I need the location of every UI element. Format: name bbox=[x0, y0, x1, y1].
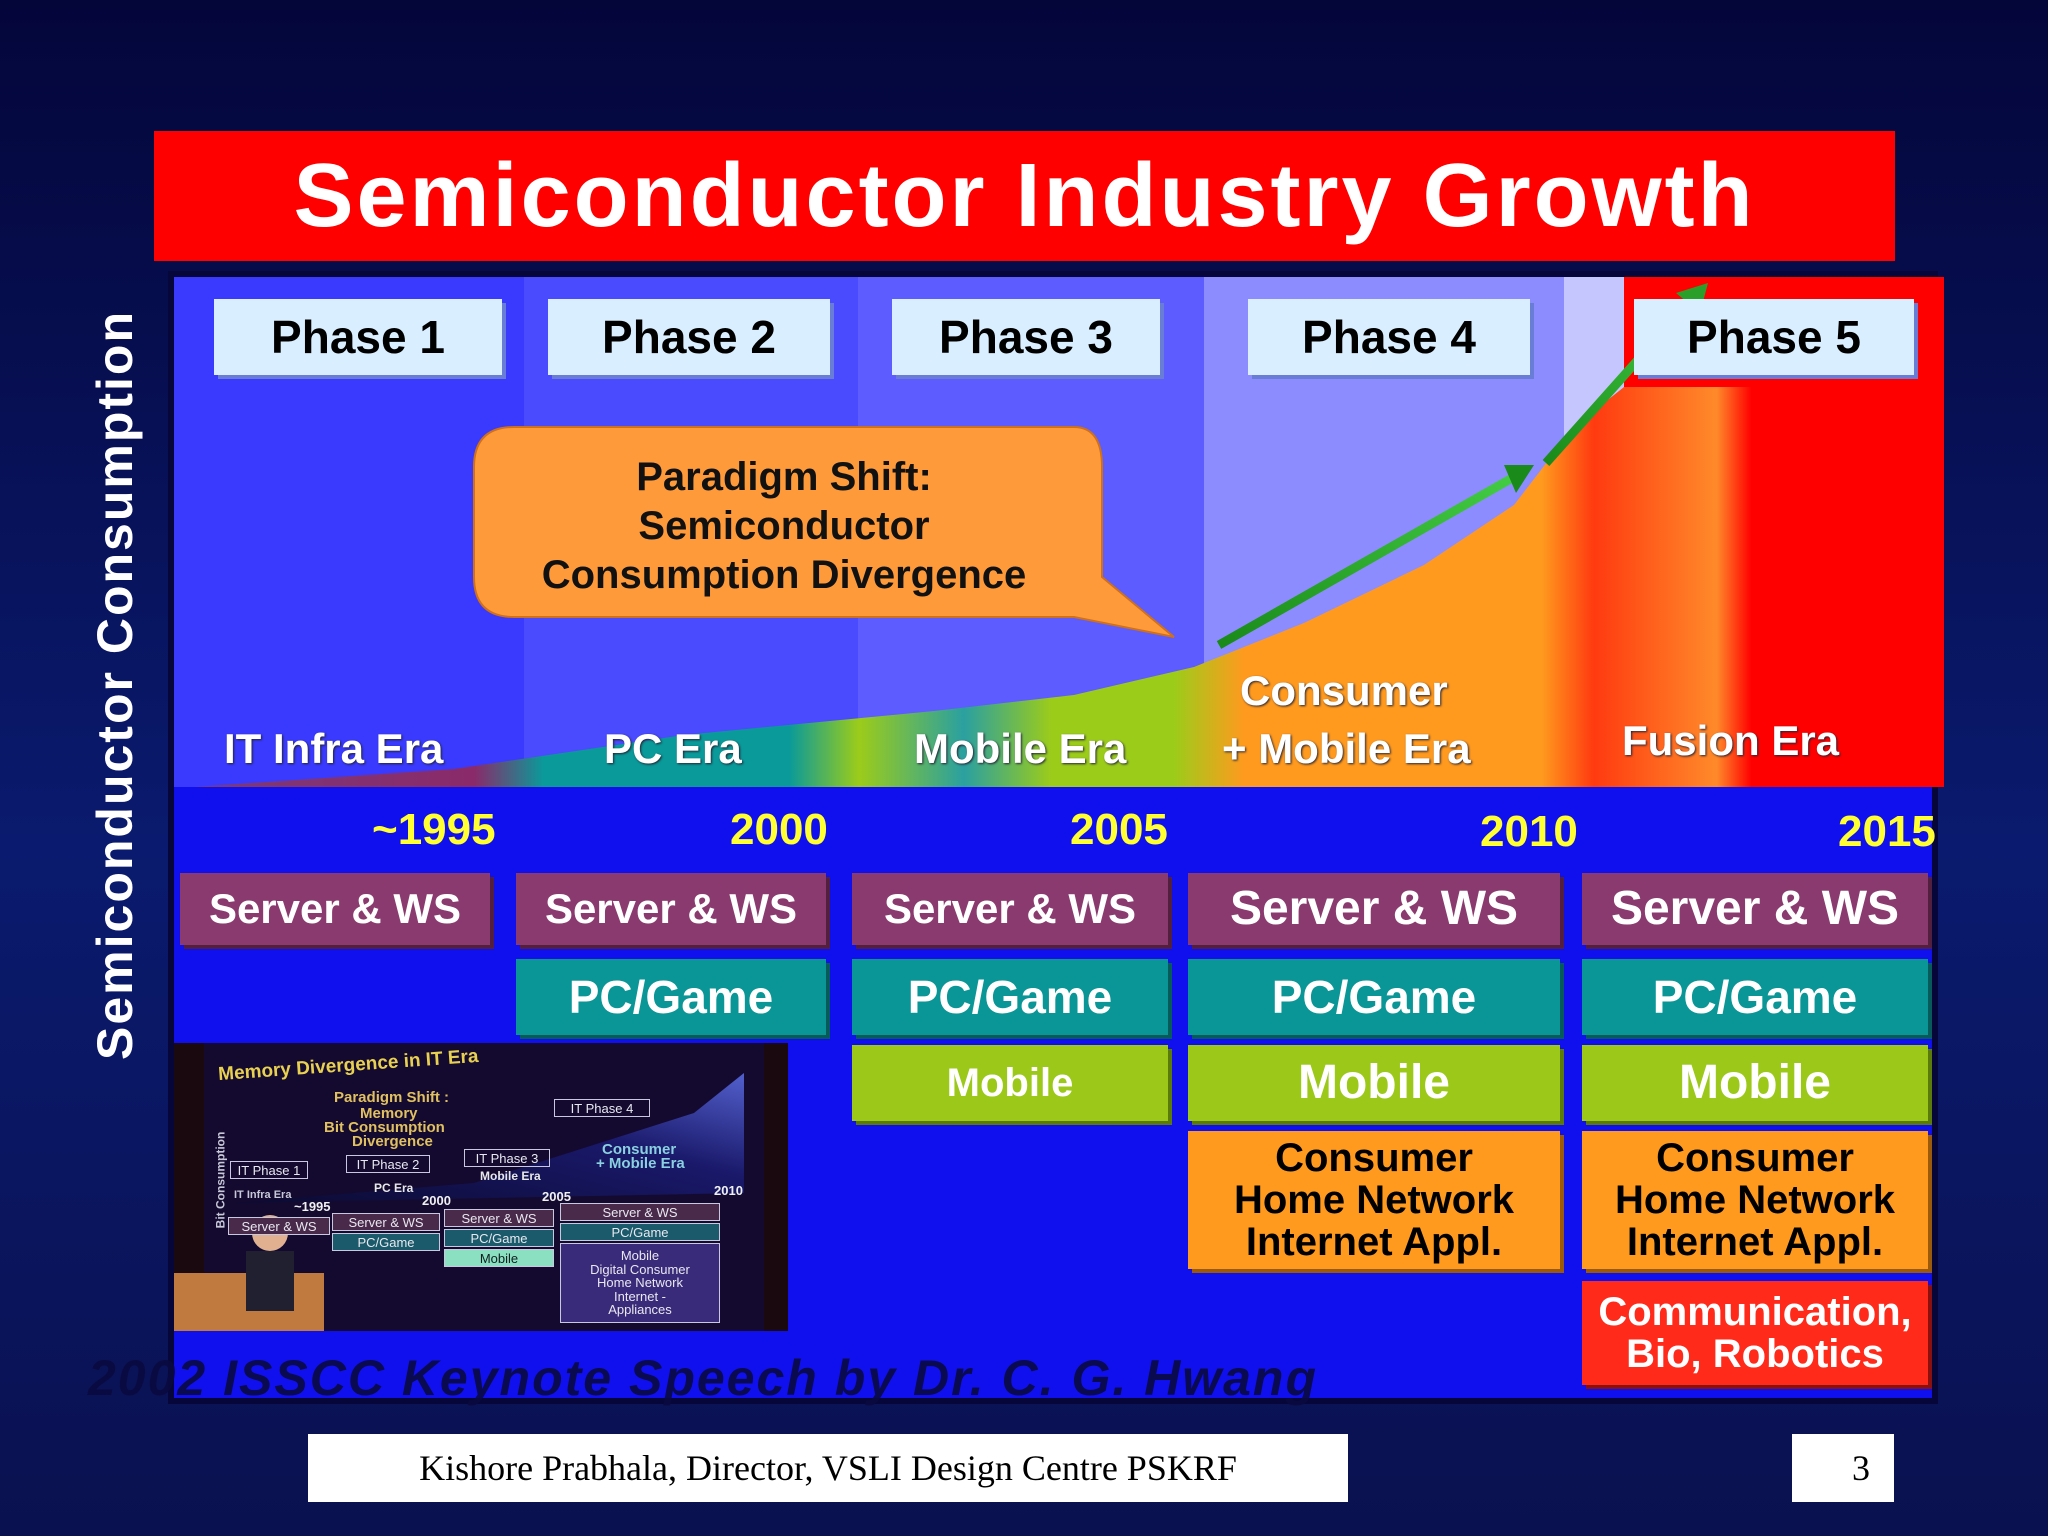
inset-era-consumer-2: + Mobile Era bbox=[596, 1155, 685, 1172]
inset-digital-line-2: Digital Consumer bbox=[590, 1261, 690, 1277]
inset-server-2: Server & WS bbox=[332, 1213, 440, 1231]
server-box-1: Server & WS bbox=[180, 873, 490, 945]
inset-era-consumer-1: Consumer bbox=[602, 1141, 677, 1158]
inset-era-pc: PC Era bbox=[374, 1181, 414, 1195]
server-box-4: Server & WS bbox=[1188, 873, 1560, 945]
era-consumer-line-1: Consumer bbox=[1240, 667, 1448, 714]
inset-year-2005: 2005 bbox=[542, 1189, 571, 1204]
title-bar: Semiconductor Industry Growth bbox=[154, 131, 1895, 261]
callout-line-1: Paradigm Shift: bbox=[636, 455, 932, 499]
y-axis-label: Semiconductor Consumption bbox=[87, 310, 143, 1060]
communication-box-5: Communication, Bio, Robotics bbox=[1582, 1281, 1928, 1385]
pc-game-box-5: PC/Game bbox=[1582, 959, 1928, 1035]
page-number: 3 bbox=[1792, 1434, 1894, 1502]
phase-5-label: Phase 5 bbox=[1634, 299, 1914, 375]
server-box-3: Server & WS bbox=[852, 873, 1168, 945]
mobile-box-5: Mobile bbox=[1582, 1045, 1928, 1121]
era-pc: PC Era bbox=[604, 725, 742, 772]
inset-era-it: IT Infra Era bbox=[234, 1189, 292, 1201]
communication-line-2: Bio, Robotics bbox=[1626, 1332, 1884, 1376]
inset-ylabel: Bit Consumption bbox=[213, 1131, 228, 1229]
phase-3-label: Phase 3 bbox=[892, 299, 1160, 375]
page-number-text: 3 bbox=[1852, 1448, 1870, 1488]
year-2000: 2000 bbox=[730, 805, 828, 854]
inset-digital-line-3: Home Network bbox=[597, 1275, 683, 1291]
inset-digital-line-4: Internet - bbox=[613, 1288, 667, 1304]
inset-phase-4: IT Phase 4 bbox=[554, 1099, 650, 1117]
inset-era-mobile: Mobile Era bbox=[480, 1169, 541, 1183]
server-box-5: Server & WS bbox=[1582, 873, 1928, 945]
footer-author: Kishore Prabhala, Director, VSLI Design … bbox=[308, 1434, 1348, 1502]
inset-server-1: Server & WS bbox=[228, 1217, 330, 1235]
inset-server-4: Server & WS bbox=[560, 1203, 720, 1221]
inset-phase-2: IT Phase 2 bbox=[346, 1155, 430, 1173]
inset-paradigm-1: Paradigm Shift : bbox=[334, 1089, 450, 1106]
slide-title: Semiconductor Industry Growth bbox=[293, 145, 1756, 246]
keynote-photo-inset: Memory Divergence in IT Era Paradigm Shi… bbox=[174, 1043, 788, 1331]
callout-line-3: Consumption Divergence bbox=[541, 552, 1027, 597]
era-mobile: Mobile Era bbox=[914, 725, 1127, 772]
inset-pc-3: PC/Game bbox=[444, 1229, 554, 1247]
inset-digital-box: Mobile Digital Consumer Home Network Int… bbox=[560, 1243, 720, 1323]
era-it-infra: IT Infra Era bbox=[224, 725, 444, 772]
mobile-box-3: Mobile bbox=[852, 1045, 1168, 1121]
inset-pc-4: PC/Game bbox=[560, 1223, 720, 1241]
inset-paradigm-3: Bit Consumption bbox=[324, 1119, 445, 1136]
pc-game-box-2: PC/Game bbox=[516, 959, 826, 1035]
consumer-box-4-line-2: Home Network bbox=[1233, 1178, 1515, 1222]
phase-2-label: Phase 2 bbox=[548, 299, 830, 375]
year-2015: 2015 bbox=[1838, 807, 1936, 856]
inset-paradigm-2: Memory bbox=[360, 1105, 418, 1122]
inset-phase-1: IT Phase 1 bbox=[230, 1161, 308, 1179]
keynote-caption: 2002 ISSCC Keynote Speech by Dr. C. G. H… bbox=[88, 1350, 1319, 1406]
year-1995: ~1995 bbox=[372, 805, 496, 854]
consumer-box-4-line-3: Internet Appl. bbox=[1245, 1220, 1503, 1264]
consumer-box-5-line-1: Consumer bbox=[1656, 1136, 1854, 1180]
year-2010: 2010 bbox=[1480, 807, 1578, 856]
inset-paradigm-4: Divergence bbox=[352, 1133, 433, 1150]
consumer-box-4-line-1: Consumer bbox=[1275, 1136, 1473, 1180]
pc-game-box-4: PC/Game bbox=[1188, 959, 1560, 1035]
callout-text: Paradigm Shift: Semiconductor Consumptio… bbox=[484, 453, 1084, 599]
consumer-box-5: Consumer Home Network Internet Appl. bbox=[1582, 1131, 1928, 1269]
inset-pc-2: PC/Game bbox=[332, 1233, 440, 1251]
inset-year-2000: 2000 bbox=[422, 1193, 451, 1208]
era-consumer-line-2: + Mobile Era bbox=[1222, 725, 1471, 772]
callout-line-2: Semiconductor bbox=[638, 503, 930, 548]
inset-digital-line-1: Mobile bbox=[620, 1247, 660, 1263]
server-box-2: Server & WS bbox=[516, 873, 826, 945]
phase-1-label: Phase 1 bbox=[214, 299, 502, 375]
consumer-box-5-line-3: Internet Appl. bbox=[1626, 1220, 1884, 1264]
inset-phase-3: IT Phase 3 bbox=[464, 1149, 550, 1167]
inset-year-2010: 2010 bbox=[714, 1183, 743, 1198]
consumer-box-5-line-2: Home Network bbox=[1614, 1178, 1896, 1222]
callout-bubble bbox=[473, 426, 1175, 638]
era-fusion: Fusion Era bbox=[1622, 717, 1840, 764]
communication-line-1: Communication, bbox=[1598, 1290, 1912, 1334]
consumer-box-4: Consumer Home Network Internet Appl. bbox=[1188, 1131, 1560, 1269]
inset-server-3: Server & WS bbox=[444, 1209, 554, 1227]
phase-4-label: Phase 4 bbox=[1248, 299, 1530, 375]
year-2005: 2005 bbox=[1070, 805, 1168, 854]
diagram-panel: Phase 1 Phase 2 Phase 3 Phase 4 Phase 5 … bbox=[88, 271, 1944, 1406]
mobile-box-4: Mobile bbox=[1188, 1045, 1560, 1121]
inset-digital-line-5: Appliances bbox=[608, 1302, 672, 1318]
inset-year-1995: ~1995 bbox=[294, 1199, 331, 1214]
pc-game-box-3: PC/Game bbox=[852, 959, 1168, 1035]
inset-mobile-3: Mobile bbox=[444, 1249, 554, 1267]
